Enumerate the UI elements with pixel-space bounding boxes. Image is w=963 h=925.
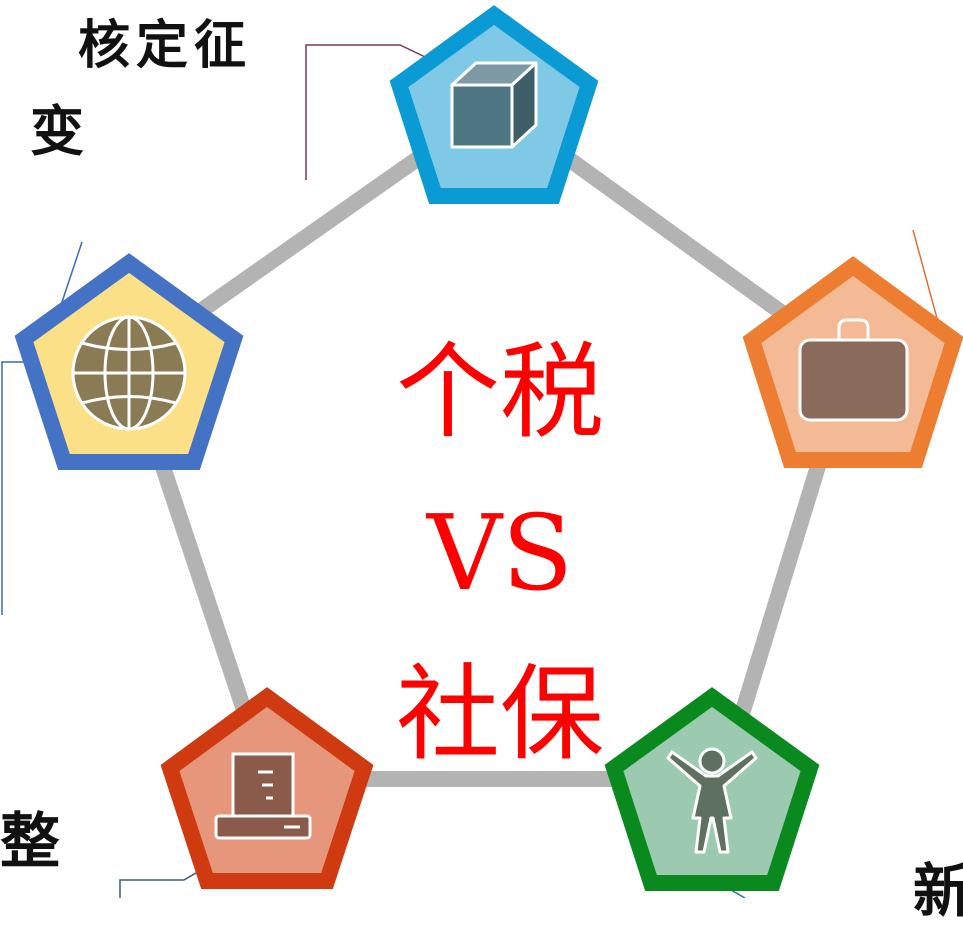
center-title-line1: 个税 <box>395 331 604 453</box>
cycle-diagram <box>1 5 963 898</box>
label-fragment-bottom-left: 整 <box>0 807 60 877</box>
center-title-line2: VS <box>426 492 574 615</box>
globe-icon <box>71 315 187 431</box>
computer-icon <box>214 752 312 840</box>
label-fragment-upper-left: 变 <box>30 100 84 163</box>
right-callout-line <box>912 229 939 323</box>
node-bottom-right[interactable] <box>604 687 820 891</box>
person-icon <box>666 747 758 854</box>
label-fragment-top-left: 核定征 <box>78 16 253 76</box>
center-title-line3: 社保 <box>395 653 604 776</box>
node-bottom-left[interactable] <box>160 687 374 889</box>
node-left[interactable] <box>14 253 244 470</box>
center-title: 个税 VS 社保 <box>330 312 670 796</box>
node-top[interactable] <box>389 5 599 204</box>
node-right[interactable] <box>742 256 963 468</box>
cube-icon <box>450 61 538 149</box>
label-fragment-bottom-right: 新 <box>913 857 963 925</box>
briefcase-icon <box>798 318 909 422</box>
